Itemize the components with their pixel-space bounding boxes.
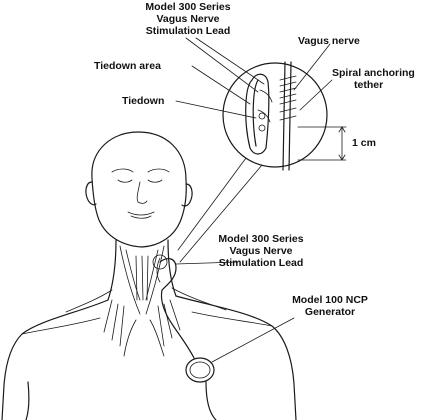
- label-scale: 1 cm: [352, 137, 376, 149]
- label-lead-top-line-3: Stimulation Lead: [146, 25, 231, 37]
- ncp-generator: [185, 357, 215, 383]
- label-lead-top-line-2: Vagus Nerve: [156, 13, 219, 25]
- neck-muscles: [65, 245, 227, 357]
- label-tiedown: Tiedown: [122, 95, 164, 107]
- label-lead-mid-line-2: Vagus Nerve: [229, 245, 292, 257]
- label-spiral-line-1: Spiral anchoring: [332, 67, 415, 79]
- label-generator-line-2: Generator: [305, 306, 355, 318]
- body-outline: [1, 239, 297, 420]
- label-vagus-nerve: Vagus nerve: [298, 35, 360, 47]
- implanted-lead: [152, 254, 195, 359]
- head-outline: [85, 131, 193, 248]
- label-tiedown-area: Tiedown area: [94, 60, 161, 72]
- callout-labels: Model 300 Series Vagus Nerve Stimulation…: [94, 1, 415, 318]
- scale-bar: [297, 126, 347, 161]
- leader-lines: [175, 37, 333, 363]
- label-lead-mid-line-1: Model 300 Series: [218, 233, 303, 245]
- magnified-detail: [177, 61, 328, 263]
- label-lead-mid-line-3: Stimulation Lead: [219, 257, 304, 269]
- label-spiral-line-2: tether: [354, 79, 383, 91]
- label-lead-top-line-1: Model 300 Series: [145, 1, 230, 13]
- label-generator-line-1: Model 100 NCP: [292, 294, 368, 306]
